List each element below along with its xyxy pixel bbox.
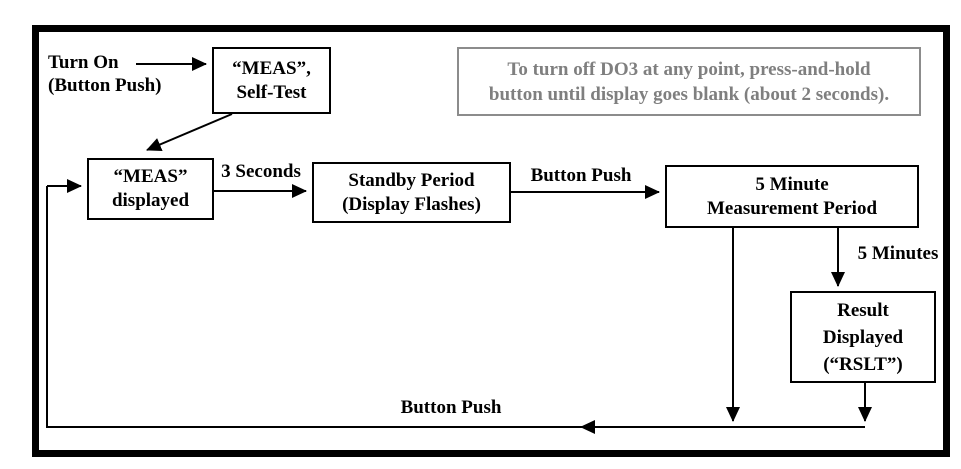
node-result-displayed-line2: Displayed [822, 326, 904, 348]
shutdown-note-line2: button until display goes blank (about 2… [488, 83, 890, 105]
node-measurement-period-line2: Measurement Period [706, 197, 878, 219]
edge-label-button-push-bottom: Button Push [400, 397, 502, 418]
node-result-displayed-line1: Result [837, 299, 889, 321]
node-result-displayed-line3: (“RSLT”) [823, 353, 903, 375]
edge-label-button-push-top: Button Push [530, 165, 632, 186]
start-label-line2: (Button Push) [48, 75, 162, 96]
node-measurement-period-line1: 5 Minute [755, 173, 829, 195]
node-meas-selftest: “MEAS”, Self-Test [212, 47, 331, 114]
node-standby-period-line2: (Display Flashes) [342, 193, 481, 215]
node-meas-displayed: “MEAS” displayed [87, 158, 214, 220]
node-meas-selftest-line1: “MEAS”, [232, 57, 311, 79]
edge-label-three-seconds: 3 Seconds [221, 161, 301, 182]
shutdown-note-line1: To turn off DO3 at any point, press-and-… [507, 58, 871, 80]
node-meas-displayed-line1: “MEAS” [113, 166, 188, 187]
node-standby-period-line1: Standby Period [348, 169, 475, 191]
start-label: Turn On (Button Push) [48, 51, 162, 97]
node-standby-period: Standby Period (Display Flashes) [312, 162, 511, 223]
node-result-displayed: Result Displayed (“RSLT”) [790, 291, 936, 383]
node-measurement-period: 5 Minute Measurement Period [665, 165, 919, 228]
node-meas-displayed-line2: displayed [111, 190, 190, 211]
start-label-line1: Turn On [48, 52, 119, 73]
diagram-border [32, 25, 950, 457]
shutdown-note: To turn off DO3 at any point, press-and-… [457, 47, 921, 116]
node-meas-selftest-line2: Self-Test [236, 81, 307, 103]
edge-label-five-minutes: 5 Minutes [857, 243, 939, 264]
